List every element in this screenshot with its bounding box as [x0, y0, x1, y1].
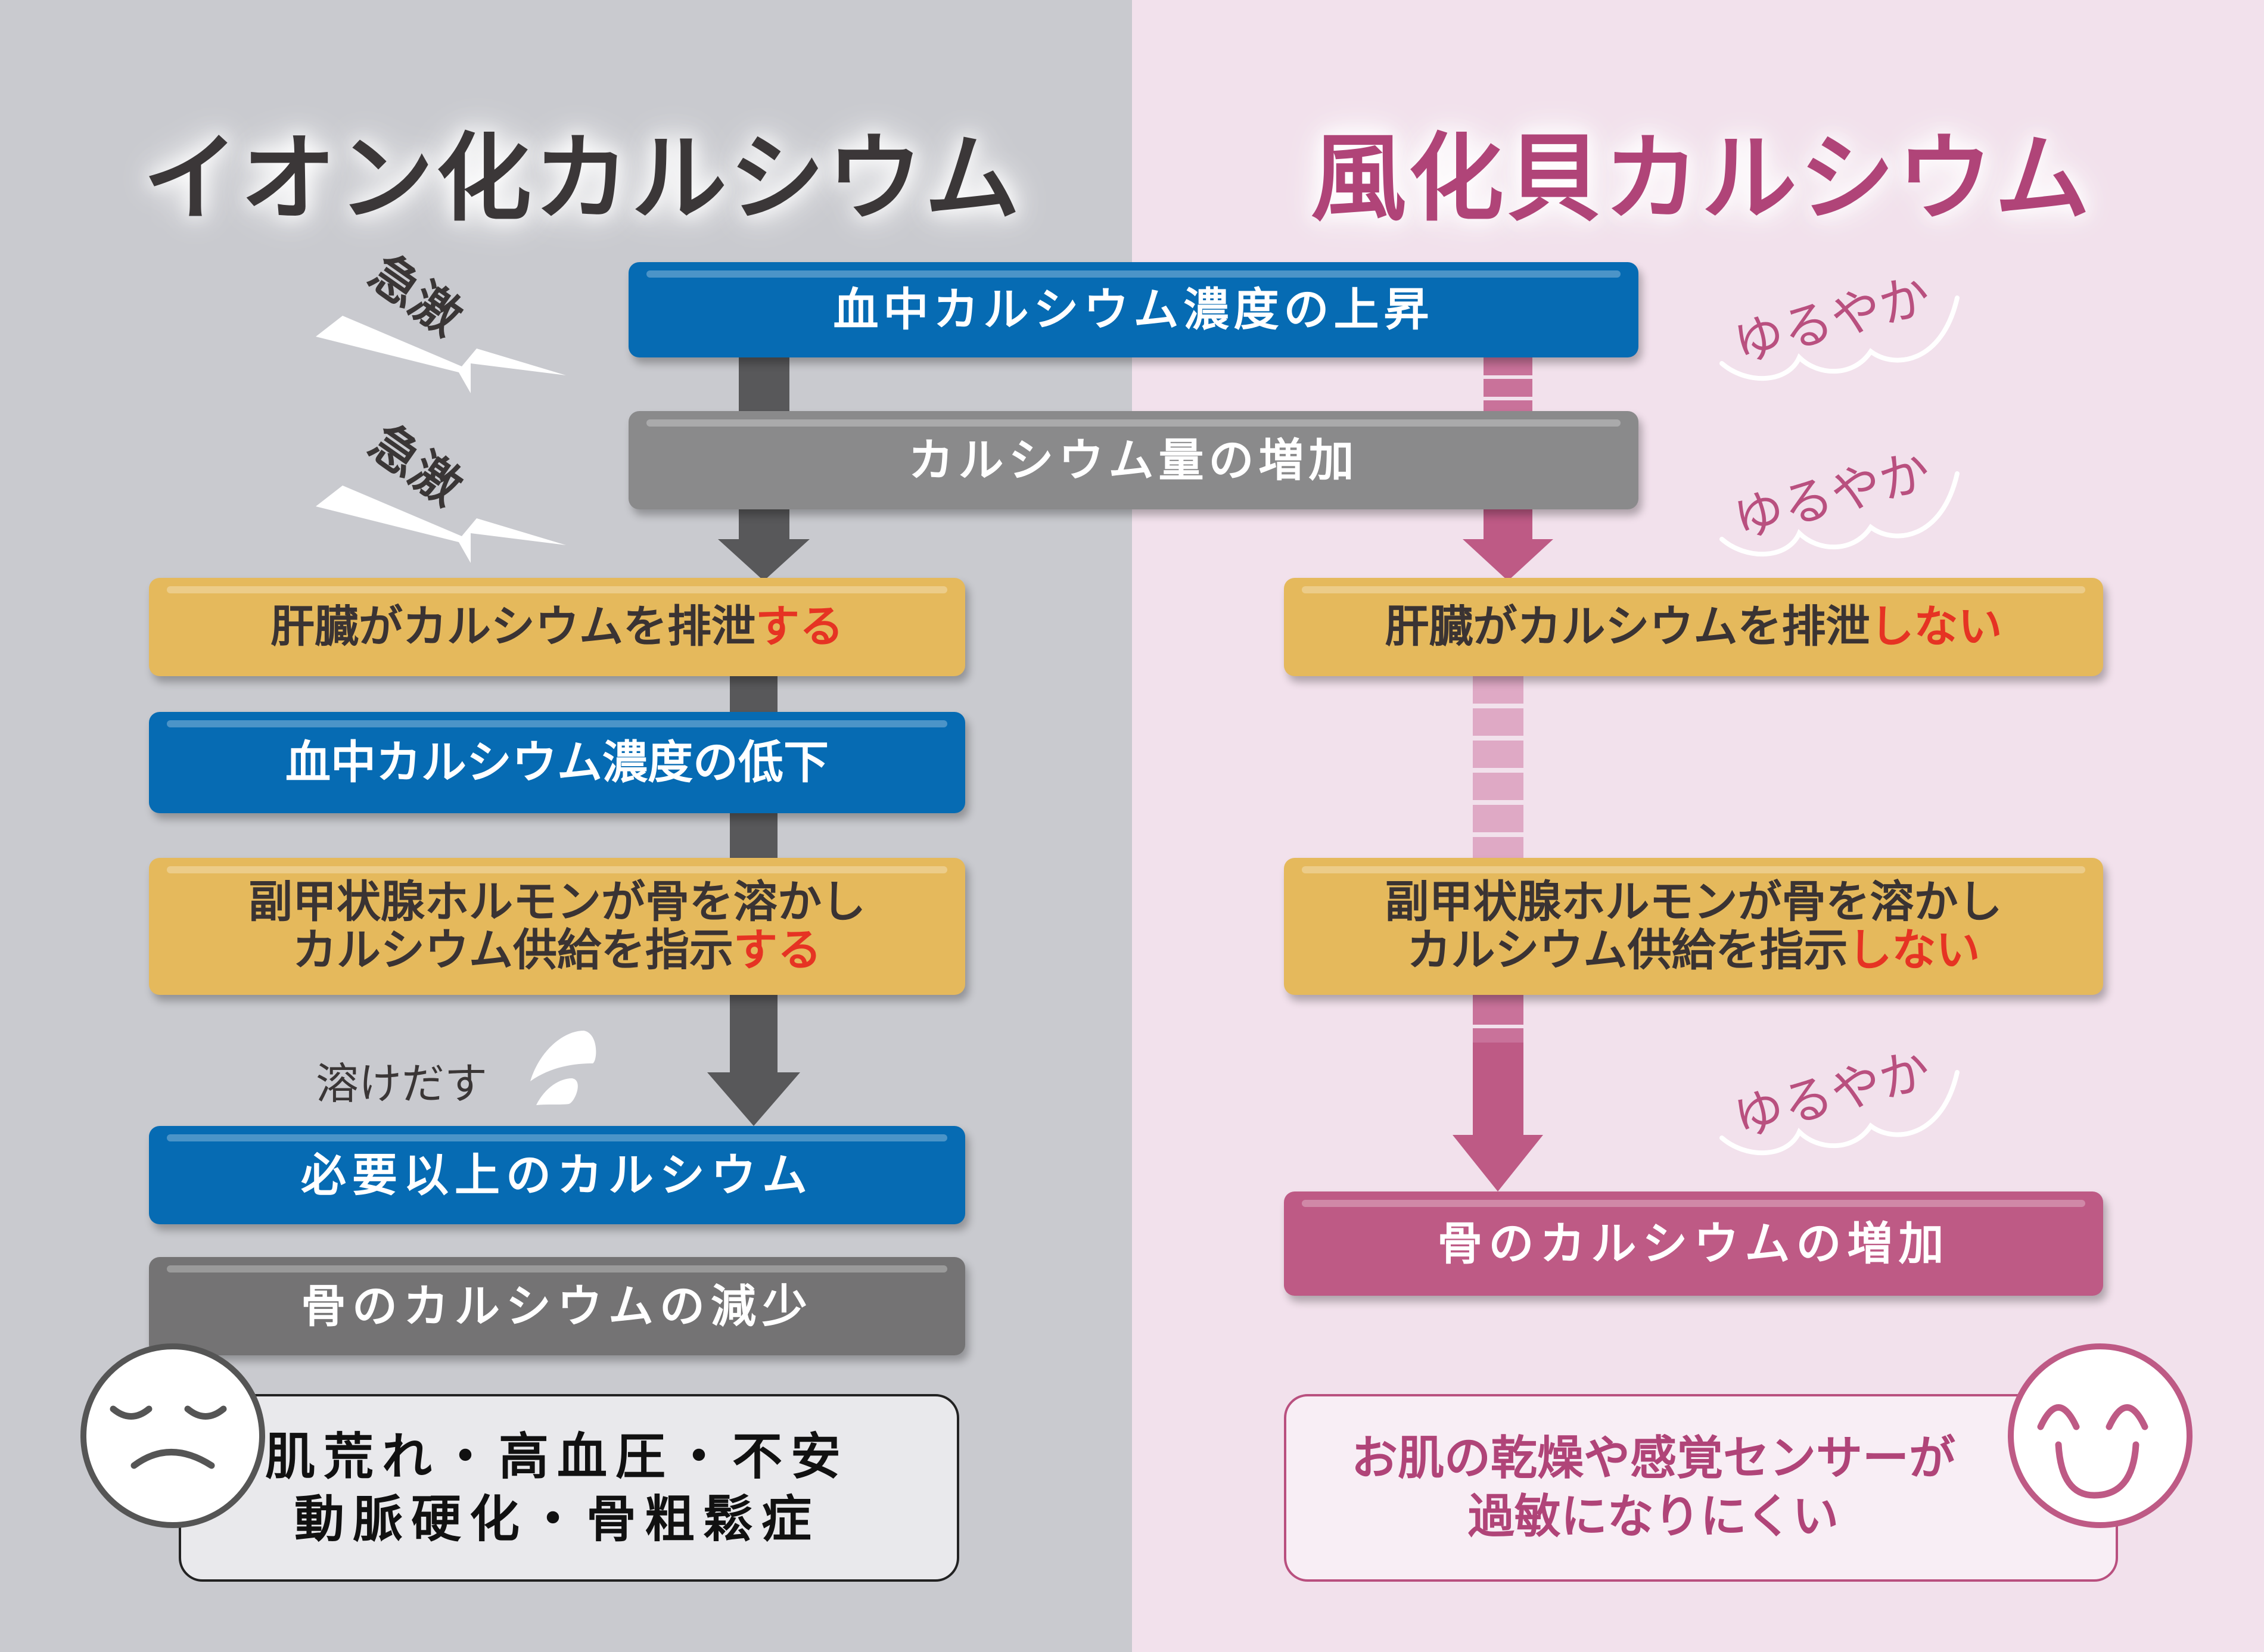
- left-step-excess-calcium-label: 必要以上のカルシウム: [301, 1148, 813, 1202]
- right-step-parathyroid: 副甲状腺ホルモンが骨を溶かし カルシウム供給を指示しない: [1284, 858, 2103, 995]
- right-arrow-shaft-2: [1473, 1043, 1523, 1138]
- right-result-line1: お肌の乾燥や感覚センサーが: [1351, 1432, 1955, 1485]
- left-step-liver-text: 肝臓がカルシウムを排泄: [270, 601, 755, 652]
- right-arrowhead-1: [1463, 539, 1553, 581]
- cloud-swoosh-icon: [1719, 1070, 1960, 1155]
- right-step-liver-text: 肝臓がカルシウムを排泄: [1385, 601, 1870, 652]
- title-ionized-calcium: イオン化カルシウム: [143, 123, 1023, 234]
- right-step-bone-calcium-increase-label: 骨のカルシウムの増加: [1437, 1217, 1950, 1270]
- left-step-parathyroid-emphasis: する: [733, 925, 822, 976]
- step-calcium-amount-increase: カルシウム量の増加: [629, 411, 1638, 509]
- right-step-liver-emphasis: しない: [1870, 601, 2002, 652]
- left-step-parathyroid: 副甲状腺ホルモンが骨を溶かし カルシウム供給を指示する: [149, 858, 965, 995]
- left-step-blood-calcium-decrease-label: 血中カルシウム濃度の低下: [285, 736, 829, 789]
- right-result-box: お肌の乾燥や感覚センサーが 過敏になりにくい: [1284, 1394, 2118, 1582]
- left-result-box: 肌荒れ・高血圧・不安 動脈硬化・骨粗鬆症: [179, 1394, 959, 1582]
- right-step-parathyroid-line1: 副甲状腺ホルモンが骨を溶かし: [1385, 876, 2002, 928]
- sad-face-icon: [80, 1343, 265, 1528]
- left-result-line2: 動脈硬化・骨粗鬆症: [294, 1489, 820, 1548]
- right-step-parathyroid-emphasis: しない: [1848, 925, 1980, 976]
- right-step-bone-calcium-increase: 骨のカルシウムの増加: [1284, 1191, 2103, 1296]
- right-arrow-dashes-2: [1473, 676, 1523, 858]
- left-arrow-shaft-5: [730, 992, 778, 1075]
- right-arrowhead-2: [1453, 1135, 1543, 1191]
- left-step-excess-calcium: 必要以上のカルシウム: [149, 1126, 965, 1224]
- happy-face-icon: [2008, 1343, 2193, 1528]
- right-arrow-dashes-3: [1473, 995, 1523, 1043]
- left-arrow-shaft-4: [730, 810, 778, 861]
- right-result-line2: 過敏になりにくい: [1467, 1489, 1839, 1544]
- right-arrow-shaft-1: [1484, 506, 1532, 542]
- left-step-parathyroid-line1: 副甲状腺ホルモンが骨を溶かし: [248, 876, 866, 928]
- right-step-parathyroid-line2: カルシウム供給を指示: [1407, 925, 1848, 976]
- step-blood-calcium-rise-label: 血中カルシウム濃度の上昇: [833, 283, 1434, 337]
- cloud-swoosh-icon: [1719, 471, 1960, 556]
- left-arrowhead-1: [718, 539, 810, 581]
- cloud-swoosh-icon: [1719, 295, 1960, 381]
- left-step-blood-calcium-decrease: 血中カルシウム濃度の低下: [149, 712, 965, 813]
- left-step-parathyroid-line2: カルシウム供給を指示: [293, 925, 733, 976]
- title-weathered-shell-calcium: 風化貝カルシウム: [1311, 123, 2093, 234]
- right-step-liver-not-excrete: 肝臓がカルシウムを排泄しない: [1284, 578, 2103, 676]
- left-arrow-shaft-3: [730, 673, 778, 715]
- left-step-liver-emphasis: する: [755, 601, 844, 652]
- step-blood-calcium-rise: 血中カルシウム濃度の上昇: [629, 262, 1638, 357]
- left-arrowhead-2: [707, 1072, 800, 1126]
- left-result-line1: 肌荒れ・高血圧・不安: [265, 1427, 849, 1486]
- left-step-liver-excretes: 肝臓がカルシウムを排泄する: [149, 578, 965, 676]
- left-arrow-shaft-1: [739, 357, 789, 414]
- water-splash-icon: [530, 1031, 596, 1105]
- step-calcium-amount-increase-label: カルシウム量の増加: [908, 433, 1359, 487]
- lightning-bolt-icon: [316, 316, 566, 393]
- left-step-bone-calcium-decrease: 骨のカルシウムの減少: [149, 1257, 965, 1355]
- dissolve-label: 溶けだす: [316, 1059, 488, 1109]
- left-step-bone-calcium-decrease-label: 骨のカルシウムの減少: [301, 1279, 813, 1333]
- lightning-bolt-icon: [316, 486, 566, 563]
